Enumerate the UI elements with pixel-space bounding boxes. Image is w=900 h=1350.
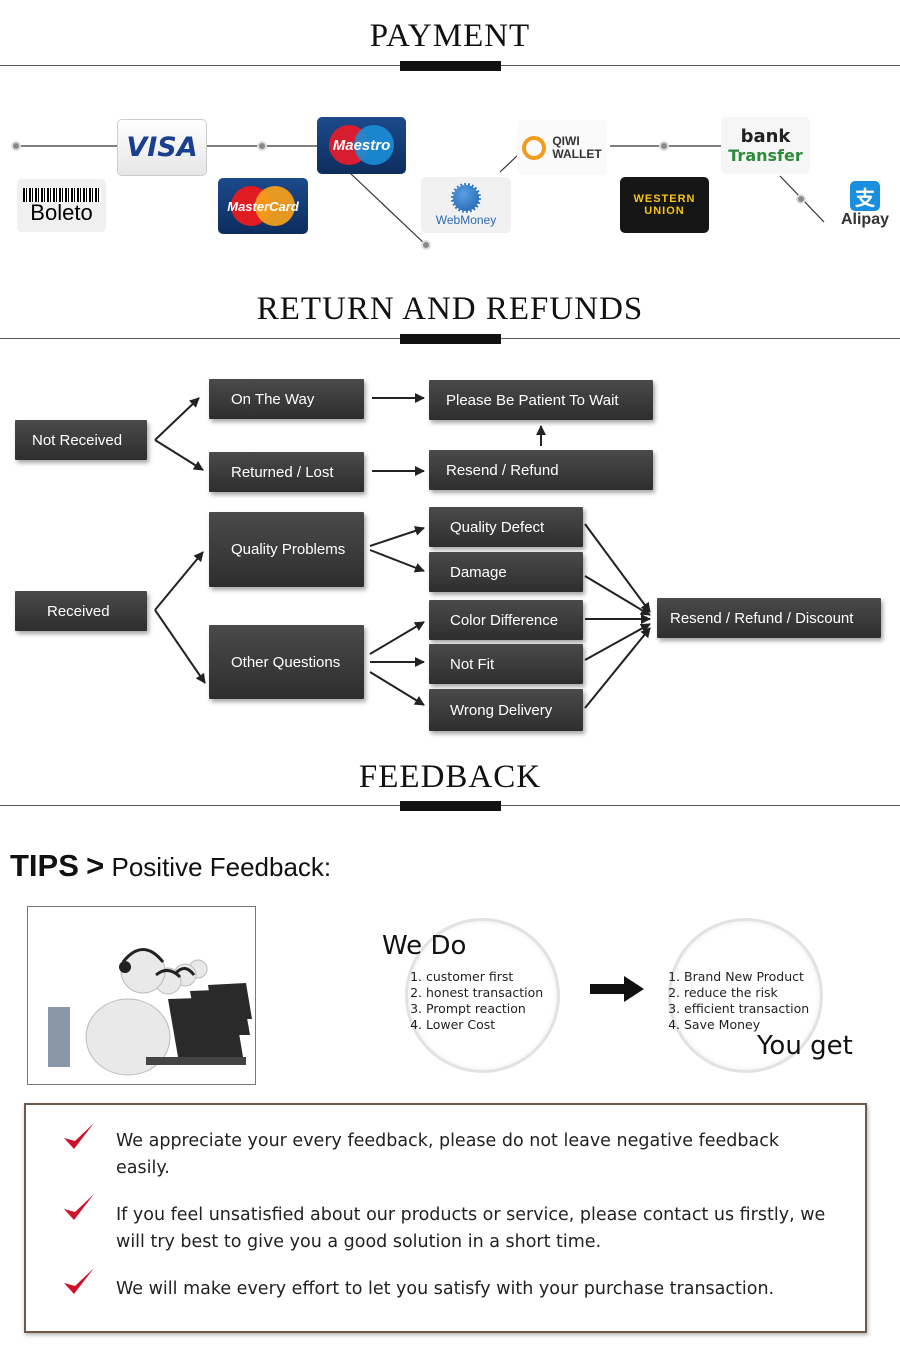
support-agents-icon: [48, 948, 252, 1076]
you-get-title: You get: [757, 1031, 853, 1061]
boleto-logo: Boleto: [17, 179, 106, 232]
flow-quality-problems: Quality Problems: [209, 512, 364, 587]
tips-subtitle: Positive Feedback:: [111, 852, 332, 882]
flow-on-the-way: On The Way: [209, 379, 364, 419]
flow-returned-lost: Returned / Lost: [209, 452, 364, 492]
returns-divider-bar: [400, 334, 501, 344]
barcode-icon: [22, 187, 101, 202]
mastercard-label: MasterCard: [227, 198, 299, 214]
we-do-title: We Do: [382, 931, 467, 961]
flow-received: Received: [15, 591, 147, 631]
flow-quality-defect: Quality Defect: [429, 507, 583, 547]
returns-heading: RETURN AND REFUNDS: [256, 291, 644, 327]
checkmark-icon: [64, 1268, 94, 1294]
visa-logo: VISA: [117, 119, 207, 176]
maestro-label: Maestro: [332, 137, 391, 154]
western-label-1: WESTERN: [633, 193, 696, 205]
list-item: Lower Cost: [426, 1017, 576, 1033]
webmoney-label: WebMoney: [435, 213, 497, 227]
qiwi-circle-icon: [522, 135, 547, 160]
we-do-circle: customer first honest transaction Prompt…: [405, 918, 560, 1073]
connector-dot: [11, 141, 21, 151]
tips-arrow: >: [86, 848, 105, 883]
flow-resend-refund: Resend / Refund: [429, 450, 653, 490]
we-do-list: customer first honest transaction Prompt…: [408, 969, 576, 1033]
maestro-logo: Maestro: [317, 117, 406, 174]
connector-dot: [421, 240, 431, 250]
payment-heading: PAYMENT: [369, 18, 531, 54]
flow-not-received: Not Received: [15, 420, 147, 460]
bank-label: bank: [740, 125, 791, 147]
flow-damage: Damage: [429, 552, 583, 592]
list-item: efficient transaction: [684, 1001, 854, 1017]
customer-service-illustration: [27, 906, 256, 1085]
connector-dot: [659, 141, 669, 151]
checkmark-icon: [64, 1123, 94, 1149]
flow-other-questions: Other Questions: [209, 625, 364, 699]
tips-label: TIPS: [10, 848, 79, 883]
qiwi-label-2: WALLET: [552, 146, 602, 161]
you-get-list: Brand New Product reduce the risk effici…: [666, 969, 854, 1033]
mastercard-logo: MasterCard: [218, 178, 308, 234]
feedback-note-2: If you feel unsatisfied about our produc…: [116, 1205, 826, 1252]
alipay-logo: 支 Alipay: [833, 176, 897, 234]
list-item: Brand New Product: [684, 969, 854, 985]
western-union-logo: WESTERN UNION: [620, 177, 709, 233]
flow-not-fit: Not Fit: [429, 644, 583, 684]
bank-transfer-logo: bank Transfer: [721, 117, 810, 174]
feedback-heading: FEEDBACK: [358, 759, 542, 795]
list-item: Prompt reaction: [426, 1001, 576, 1017]
flow-color-difference: Color Difference: [429, 600, 583, 640]
payment-divider-bar: [400, 61, 501, 71]
qiwi-logo: QIWI WALLET: [517, 120, 607, 175]
flow-arrows: [154, 393, 651, 709]
list-item: Save Money: [684, 1017, 854, 1033]
checkmark-icon: [64, 1194, 94, 1220]
flow-wrong-delivery: Wrong Delivery: [429, 689, 583, 731]
alipay-icon: 支: [850, 181, 880, 211]
western-label-2: UNION: [644, 205, 685, 217]
list-item: reduce the risk: [684, 985, 854, 1001]
feedback-note-1: We appreciate your every feedback, pleas…: [116, 1131, 779, 1178]
boleto-label: Boleto: [30, 199, 93, 225]
you-get-circle: Brand New Product reduce the risk effici…: [668, 918, 823, 1073]
tips-heading: TIPS > Positive Feedback:: [10, 848, 331, 884]
qiwi-label-1: QIWI: [552, 133, 580, 148]
visa-label: VISA: [126, 132, 198, 163]
flow-please-wait: Please Be Patient To Wait: [429, 380, 653, 420]
alipay-label: Alipay: [840, 211, 889, 228]
feedback-notes-box: [24, 1103, 867, 1333]
list-item: honest transaction: [426, 985, 576, 1001]
globe-icon: [451, 183, 481, 213]
list-item: customer first: [426, 969, 576, 985]
feedback-note-3: We will make every effort to let you sat…: [116, 1279, 775, 1299]
transfer-label: Transfer: [728, 145, 803, 165]
connector-dot: [796, 194, 806, 204]
webmoney-logo: WebMoney: [421, 177, 511, 233]
connector-dot: [257, 141, 267, 151]
feedback-divider-bar: [400, 801, 501, 811]
right-arrow-icon: [590, 976, 644, 1002]
flow-resend-refund-discount: Resend / Refund / Discount: [657, 598, 881, 638]
